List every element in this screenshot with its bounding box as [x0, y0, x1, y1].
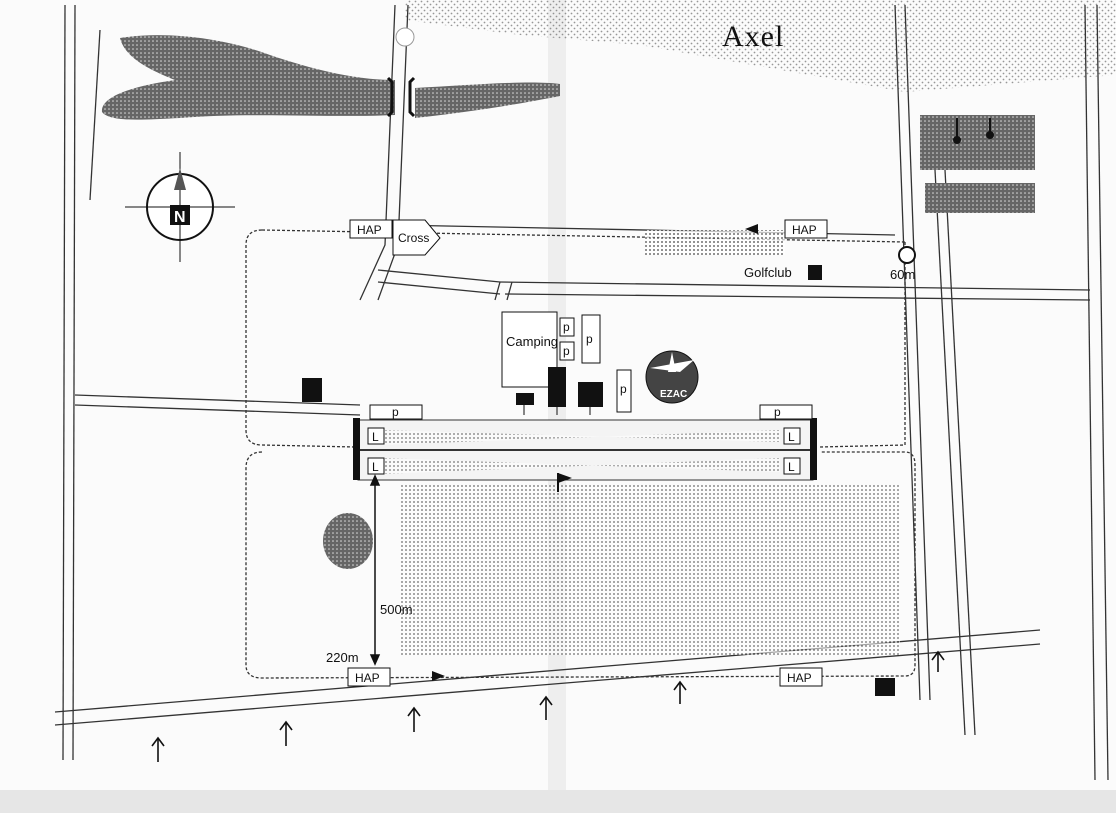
- distance-60m-label: 60m: [890, 267, 915, 282]
- compass-icon: N: [125, 152, 235, 262]
- paper-edge: [0, 790, 1116, 813]
- svg-text:HAP: HAP: [792, 223, 817, 237]
- logo-text: EZAC: [660, 389, 687, 400]
- circle-marker: [898, 246, 916, 264]
- parking-label: p: [620, 382, 627, 396]
- ezac-logo: EZAC: [645, 350, 699, 404]
- runway: [353, 418, 817, 481]
- parking-label: p: [586, 332, 593, 346]
- launch-label: L: [372, 430, 379, 444]
- svg-text:HAP: HAP: [357, 223, 382, 237]
- camping-label: Camping: [506, 334, 558, 349]
- distance-220m-label: 220m: [326, 650, 359, 665]
- launch-label: L: [788, 460, 795, 474]
- building-posts: [523, 405, 591, 415]
- bridge-icon: [386, 76, 416, 118]
- buildings: [302, 265, 895, 696]
- building-block: [920, 115, 1035, 170]
- lake: [101, 35, 396, 120]
- dotted-area-top: [405, 0, 1116, 92]
- parking-label: p: [774, 405, 781, 419]
- camping-area: [501, 311, 558, 388]
- building-block-2: [925, 183, 1035, 213]
- map-title: Axel: [722, 20, 784, 53]
- svg-text:HAP: HAP: [787, 671, 812, 685]
- poles-icon: [953, 118, 994, 144]
- golfclub-label: Golfclub: [744, 265, 792, 280]
- parking-areas: p p p p p p: [369, 314, 813, 420]
- parking-label: p: [563, 344, 570, 358]
- measure-line: [369, 474, 381, 666]
- lake-strip: [415, 82, 560, 118]
- launch-label: L: [372, 460, 379, 474]
- windsock-icon: [557, 473, 572, 492]
- svg-text:HAP: HAP: [355, 671, 380, 685]
- punch-hole: [395, 27, 415, 47]
- cross-marker: Cross: [392, 219, 441, 256]
- distance-500m-label: 500m: [380, 602, 413, 617]
- hap-bottom-right: HAP: [779, 667, 823, 687]
- direction-arrows: [432, 224, 758, 681]
- hap-top: HAP: [349, 219, 393, 239]
- dotted-field: [400, 485, 900, 655]
- hap-bottom-left: HAP: [347, 667, 391, 687]
- launch-label: L: [788, 430, 795, 444]
- launch-markers: L L L L: [367, 427, 801, 475]
- tree-markers: [151, 650, 945, 762]
- parking-label: p: [563, 320, 570, 334]
- svg-text:Cross: Cross: [398, 231, 429, 245]
- parking-label: p: [392, 405, 399, 419]
- dark-patch: [323, 513, 373, 569]
- dotted-patch: [645, 230, 785, 255]
- compass-letter: N: [174, 209, 186, 226]
- hap-right: HAP: [784, 219, 828, 239]
